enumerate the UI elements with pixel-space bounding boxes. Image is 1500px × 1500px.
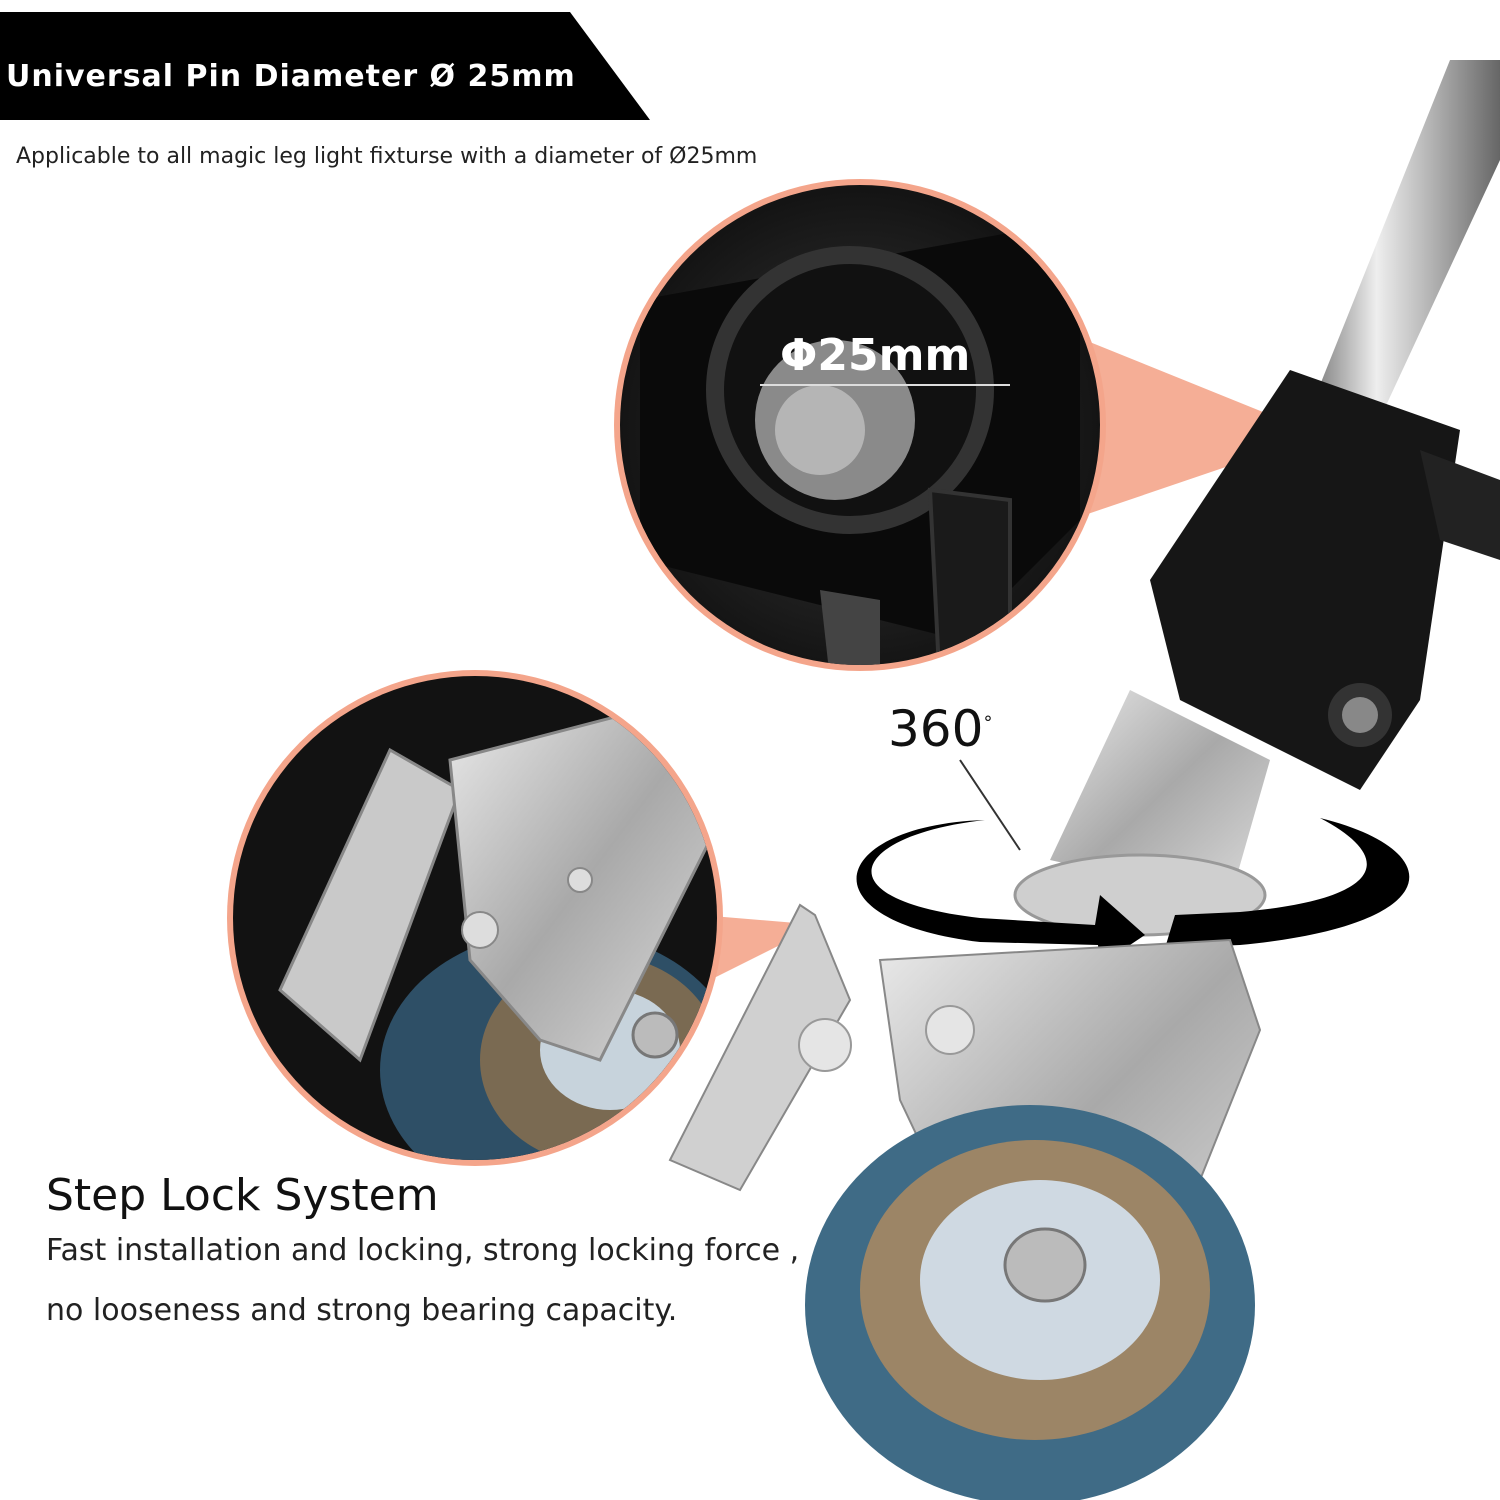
callout-pointer-top [1060, 330, 1320, 520]
feature-line-2: no looseness and strong bearing capacity… [46, 1293, 678, 1328]
diameter-label: Φ25mm [780, 330, 971, 381]
rotation-label: 360° [888, 700, 992, 758]
subtitle: Applicable to all magic leg light fixtur… [16, 144, 758, 169]
title-banner: Universal Pin Diameter Ø 25mm [0, 12, 650, 120]
rotation-arrow-right [1165, 818, 1410, 948]
rotation-arrow-left [856, 820, 1145, 965]
banner-title: Universal Pin Diameter Ø 25mm [6, 59, 576, 94]
feature-line-1: Fast installation and locking, strong lo… [46, 1233, 800, 1268]
rotation-value: 360 [888, 700, 984, 758]
feature-heading: Step Lock System [46, 1170, 439, 1221]
rotation-unit: ° [983, 712, 993, 734]
